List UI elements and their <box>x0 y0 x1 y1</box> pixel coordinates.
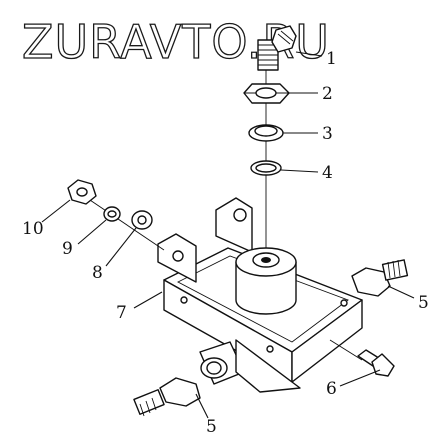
part-2-hex-nut <box>243 83 290 104</box>
part-7-housing <box>157 197 363 393</box>
callout-5-bottom: 5 <box>206 417 217 437</box>
part-5-fitting-right <box>351 259 409 297</box>
callout-2: 2 <box>322 84 333 104</box>
callout-10: 10 <box>22 219 44 239</box>
part-1-fitting <box>257 25 297 71</box>
callout-7: 7 <box>116 303 127 323</box>
part-10-nut <box>67 179 97 205</box>
callout-5-right: 5 <box>418 293 429 313</box>
leader-lines <box>41 51 415 419</box>
part-8-washer <box>131 210 153 230</box>
left-axis <box>83 195 165 251</box>
callout-8: 8 <box>92 263 103 283</box>
callout-1: 1 <box>326 49 337 69</box>
part-5-fitting-bottom <box>133 377 201 417</box>
part-3-washer <box>248 124 284 142</box>
part-9-washer <box>103 206 121 222</box>
callout-9: 9 <box>62 239 73 259</box>
part-4-ring <box>250 160 282 176</box>
callout-4: 4 <box>322 163 333 183</box>
callout-6: 6 <box>326 379 337 399</box>
callout-3: 3 <box>322 124 333 144</box>
